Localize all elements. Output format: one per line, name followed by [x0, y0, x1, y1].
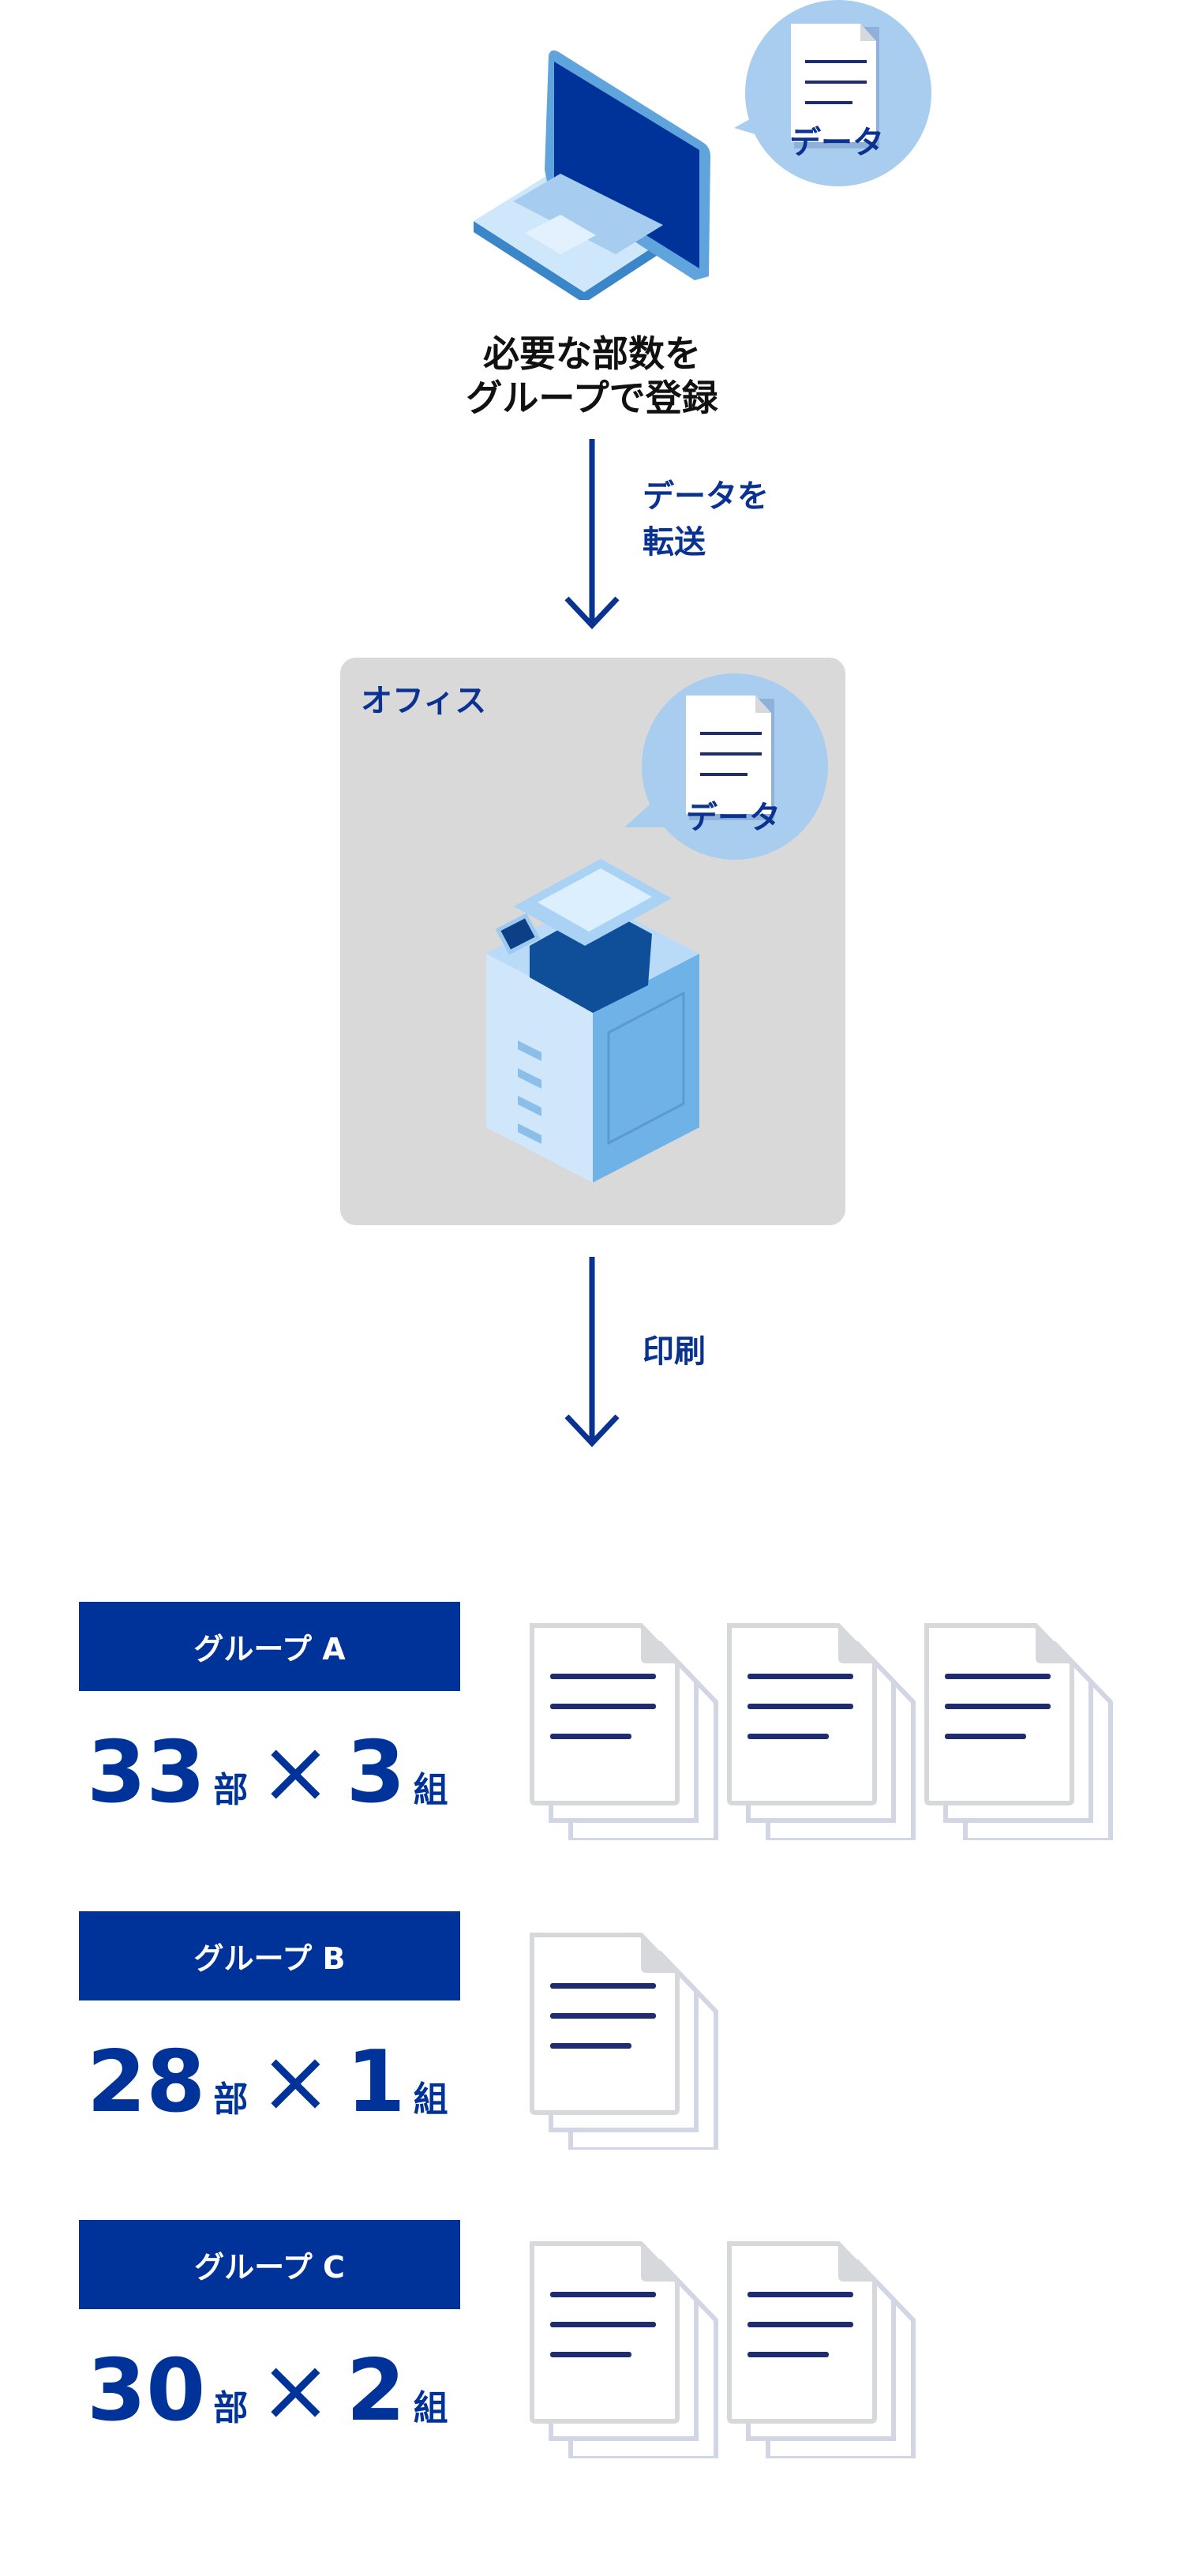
copies-unit: 部	[213, 2388, 249, 2428]
data-bubble-top: データ	[734, 0, 939, 189]
speech-bubble-icon	[734, 0, 931, 186]
arrow-down-icon	[564, 1257, 620, 1448]
caption-line: 必要な部数を	[483, 332, 701, 375]
document-stack-icon	[924, 1623, 1113, 1843]
laptop-illustration	[466, 39, 718, 303]
document-stack	[530, 1623, 719, 1843]
transfer-label-line: データを	[643, 478, 769, 515]
bubble-label: データ	[686, 800, 781, 836]
office-label: オフィス	[361, 683, 487, 719]
sets-unit: 組	[413, 2079, 448, 2120]
document-stack	[727, 2241, 916, 2462]
transfer-label: データを 転送	[643, 474, 769, 565]
document-stack-icon	[530, 2241, 718, 2461]
group-header: グループ B	[79, 1911, 460, 2000]
sets-unit: 組	[413, 1770, 448, 1810]
multiply-sign: ×	[259, 2339, 332, 2440]
speech-bubble-icon	[624, 673, 828, 860]
register-caption: 必要な部数を グループで登録	[355, 332, 829, 420]
copies-unit: 部	[213, 1770, 249, 1810]
office-box: オフィス データ	[340, 658, 845, 1225]
multiply-sign: ×	[259, 2030, 332, 2132]
print-label: 印刷	[643, 1333, 706, 1370]
multifunction-printer-icon	[486, 859, 699, 1183]
copies-unit: 部	[213, 2079, 249, 2120]
multiply-sign: ×	[259, 1721, 332, 1822]
sets-count: 3	[346, 1723, 406, 1822]
document-stack	[530, 2241, 719, 2462]
caption-line: グループで登録	[466, 377, 718, 419]
document-stack	[727, 1623, 916, 1843]
sets-count: 2	[346, 2342, 406, 2440]
document-stack	[924, 1623, 1114, 1843]
sets-unit: 組	[413, 2388, 448, 2428]
group-header: グループ C	[79, 2220, 460, 2309]
document-stack-icon	[727, 1623, 916, 1843]
document-stack-icon	[727, 2241, 916, 2461]
copies-count: 30	[87, 2342, 206, 2440]
transfer-label-line: 転送	[643, 524, 706, 561]
group-header: グループ A	[79, 1602, 460, 1691]
data-bubble-office: データ	[624, 673, 830, 863]
document-stack	[530, 1933, 719, 2153]
document-stack-icon	[530, 1623, 718, 1843]
copies-count: 28	[87, 2033, 206, 2132]
laptop-icon	[474, 50, 710, 303]
sets-count: 1	[346, 2033, 406, 2132]
document-stack-icon	[530, 1933, 718, 2152]
copies-count: 33	[87, 1723, 206, 1822]
bubble-label: データ	[789, 125, 884, 161]
arrow-down-icon	[564, 439, 620, 630]
